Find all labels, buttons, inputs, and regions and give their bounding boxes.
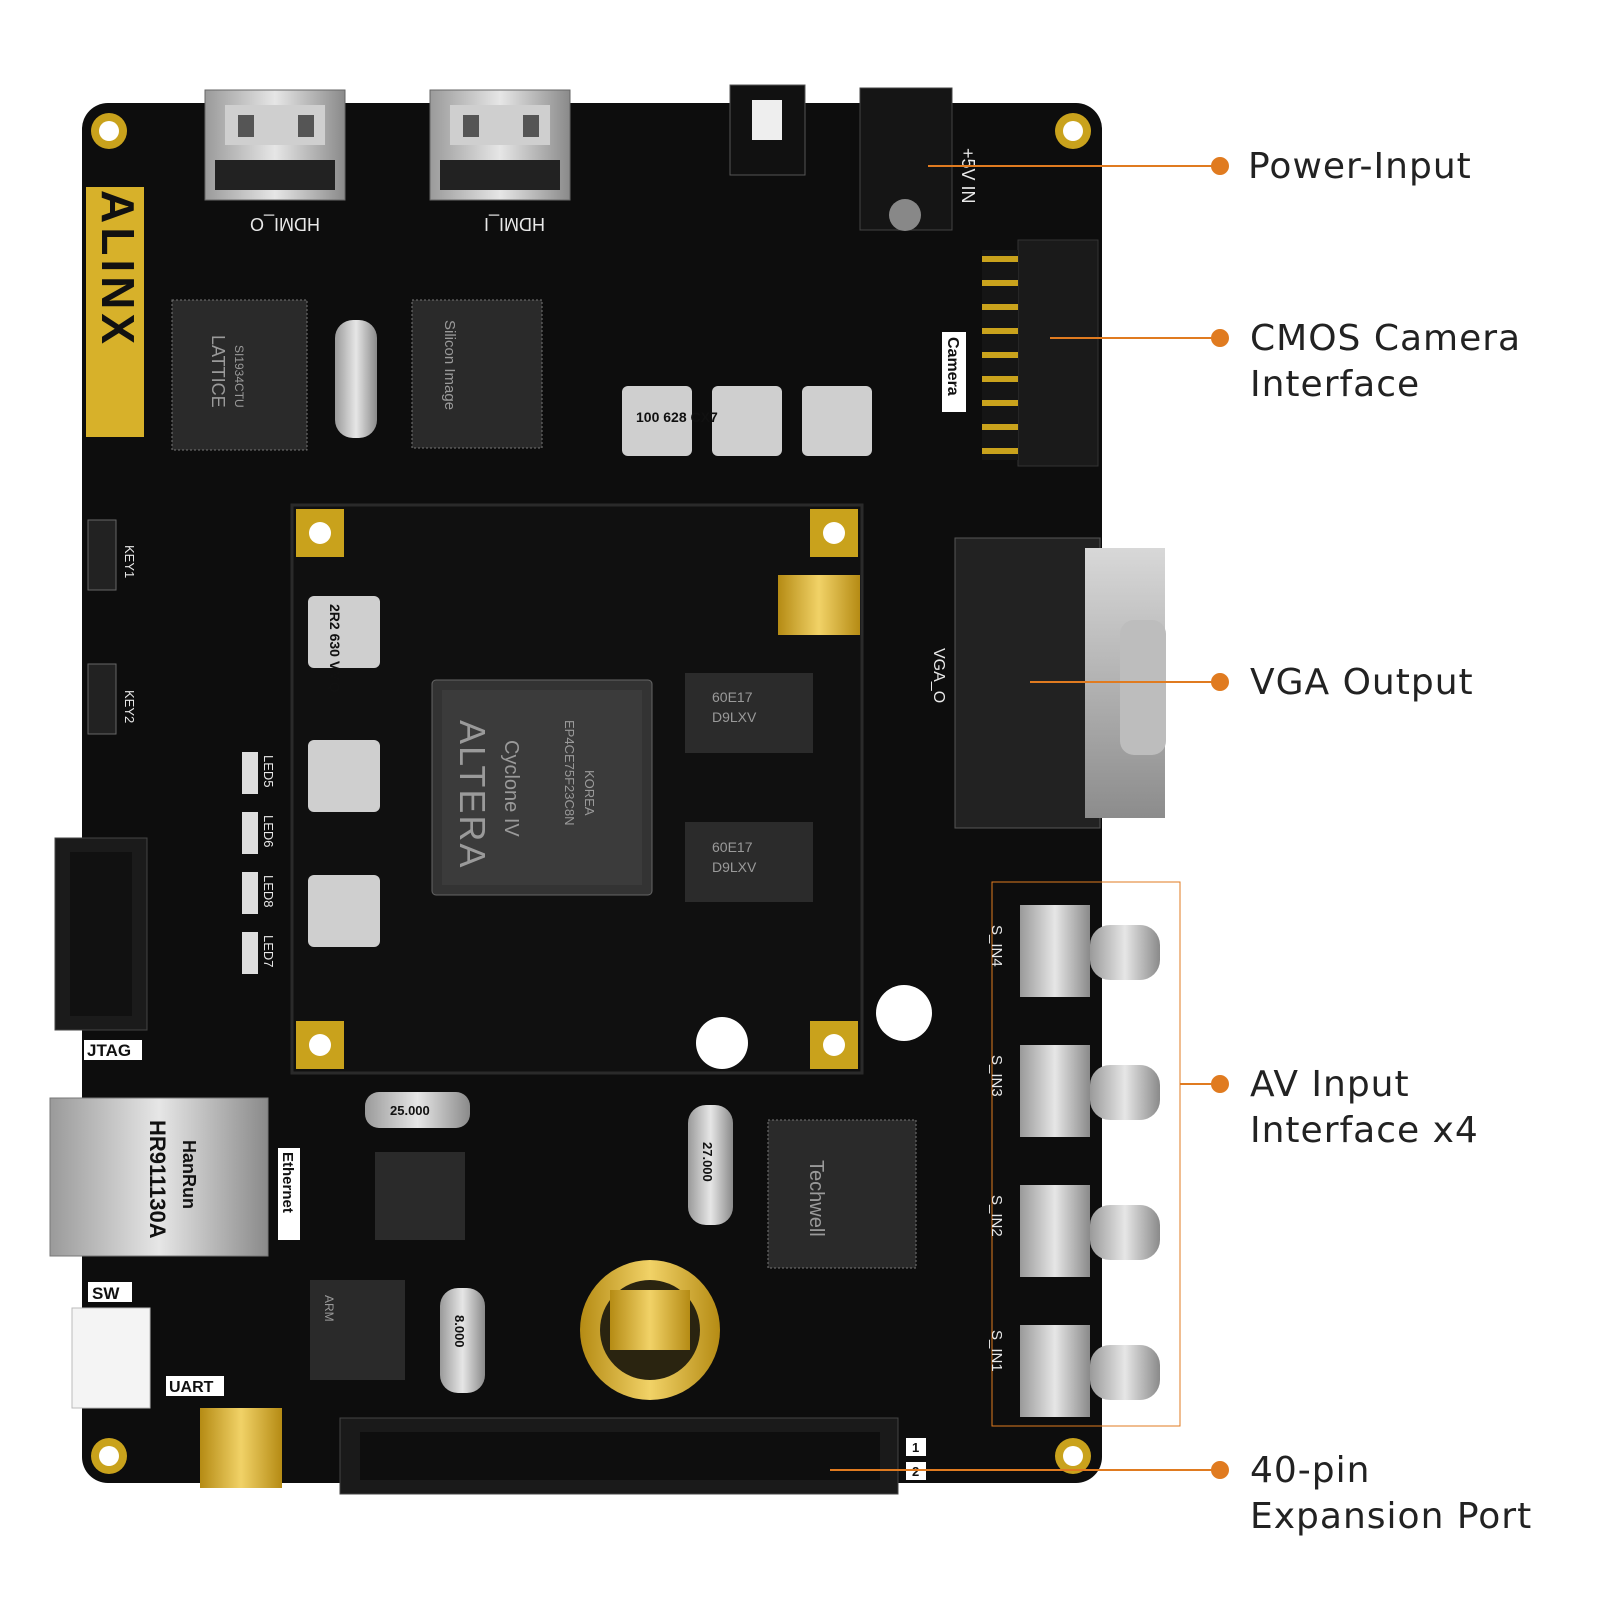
svg-text:HDMI_I: HDMI_I: [484, 213, 545, 234]
svg-text:HDMI_O: HDMI_O: [250, 213, 320, 234]
svg-text:KEY2: KEY2: [122, 690, 137, 723]
svg-text:Techwell: Techwell: [805, 1160, 827, 1237]
power-jack: +5V IN: [859, 87, 978, 231]
core-module: 2R2 630 VMQ ALTERA Cyclone IV EP4CE75F23…: [290, 503, 864, 1075]
callout-vga-output: VGA Output: [1250, 660, 1474, 706]
callout-power-input: Power-Input: [1248, 144, 1472, 190]
svg-text:SW: SW: [92, 1284, 120, 1303]
callout-cmos-camera: CMOS Camera Interface: [1250, 316, 1521, 408]
callout-line: 40-pin: [1250, 1450, 1371, 1491]
svg-text:Camera: Camera: [944, 337, 961, 396]
bottom-chips: ARM Techwell: [310, 1119, 917, 1380]
arrow-badge: [876, 985, 932, 1041]
power-switch-header: SW UART: [71, 1282, 282, 1488]
alinx-logo: ALINX: [86, 187, 144, 437]
svg-text:HanRun: HanRun: [179, 1140, 199, 1209]
ethernet-jack: HanRun HR911130A Ethernet: [49, 1097, 300, 1257]
bottom-crystals: 25.000 27.000 8.000: [365, 1092, 733, 1393]
svg-text:S_IN1: S_IN1: [988, 1330, 1005, 1372]
mounting-holes: [91, 113, 1091, 1474]
camera-header: Camera: [942, 239, 1099, 467]
svg-text:ALINX: ALINX: [92, 190, 144, 348]
power-switch: [729, 84, 806, 176]
svg-text:60E17: 60E17: [712, 839, 753, 855]
svg-text:Cyclone IV: Cyclone IV: [500, 740, 522, 837]
svg-text:EP4CE75F23C8N: EP4CE75F23C8N: [562, 720, 577, 826]
callout-line: CMOS Camera: [1250, 318, 1522, 359]
svg-text:25.000: 25.000: [390, 1103, 430, 1118]
key-buttons: KEY1 KEY2: [87, 519, 137, 735]
svg-text:VGA_O: VGA_O: [930, 648, 947, 703]
lattice-chip: LATTICE SI1934CTU: [171, 299, 308, 451]
jtag-header: JTAG: [54, 837, 148, 1060]
svg-text:SI1934CTU: SI1934CTU: [232, 345, 246, 408]
svg-text:8.000: 8.000: [452, 1315, 467, 1348]
svg-text:S_IN2: S_IN2: [988, 1195, 1005, 1237]
svg-text:LED6: LED6: [261, 815, 276, 848]
silicon-image-chip: Silicon Image: [411, 299, 543, 449]
svg-text:60E17: 60E17: [712, 689, 753, 705]
callout-line: Interface: [1250, 364, 1421, 405]
svg-text:1: 1: [912, 1440, 919, 1455]
svg-text:LED8: LED8: [261, 875, 276, 908]
hdmi-in-connector: HDMI_I: [429, 89, 571, 234]
svg-text:HR911130A: HR911130A: [145, 1120, 170, 1239]
svg-text:S_IN4: S_IN4: [988, 925, 1005, 967]
hdmi-out-connector: HDMI_O: [204, 89, 346, 234]
callout-line: Expansion Port: [1250, 1496, 1533, 1537]
callout-line: Power-Input: [1248, 146, 1472, 187]
svg-text:JTAG: JTAG: [87, 1041, 131, 1060]
svg-text:KEY1: KEY1: [122, 545, 137, 578]
svg-text:LATTICE: LATTICE: [208, 335, 228, 408]
callout-leaders: [830, 157, 1229, 1479]
battery-holder: [580, 1260, 720, 1400]
callout-line: VGA Output: [1250, 662, 1474, 703]
svg-text:LED5: LED5: [261, 755, 276, 788]
svg-text:D9LXV: D9LXV: [712, 859, 757, 875]
svg-text:2: 2: [912, 1464, 919, 1479]
svg-text:Silicon Image: Silicon Image: [441, 320, 458, 410]
svg-text:S_IN3: S_IN3: [988, 1055, 1005, 1097]
svg-text:LED7: LED7: [261, 935, 276, 968]
crystal-top: [335, 320, 377, 438]
callout-line: Interface x4: [1250, 1110, 1479, 1151]
svg-text:+5V IN: +5V IN: [958, 148, 978, 204]
user-leds: LED5 LED6 LED8 LED7: [242, 752, 276, 974]
svg-text:27.000: 27.000: [700, 1142, 715, 1182]
svg-text:D9LXV: D9LXV: [712, 709, 757, 725]
svg-text:ARM: ARM: [322, 1295, 336, 1322]
svg-text:ALTERA: ALTERA: [452, 720, 493, 869]
svg-text:2R2 630 VMQ: 2R2 630 VMQ: [327, 604, 343, 693]
top-inductors: 100 628 CX7: [622, 386, 872, 456]
svg-text:KOREA: KOREA: [582, 770, 597, 816]
svg-text:100 628 CX7: 100 628 CX7: [636, 409, 718, 425]
av-input-jacks: S_IN4 S_IN3 S_IN2 S_IN1: [988, 881, 1181, 1427]
svg-text:UART: UART: [169, 1379, 214, 1396]
callout-av-input: AV Input Interface x4: [1250, 1062, 1479, 1154]
callout-expansion-port: 40-pin Expansion Port: [1250, 1448, 1532, 1540]
svg-text:Ethernet: Ethernet: [279, 1152, 296, 1213]
callout-line: AV Input: [1250, 1064, 1410, 1105]
expansion-header: 1 2: [339, 1417, 926, 1495]
